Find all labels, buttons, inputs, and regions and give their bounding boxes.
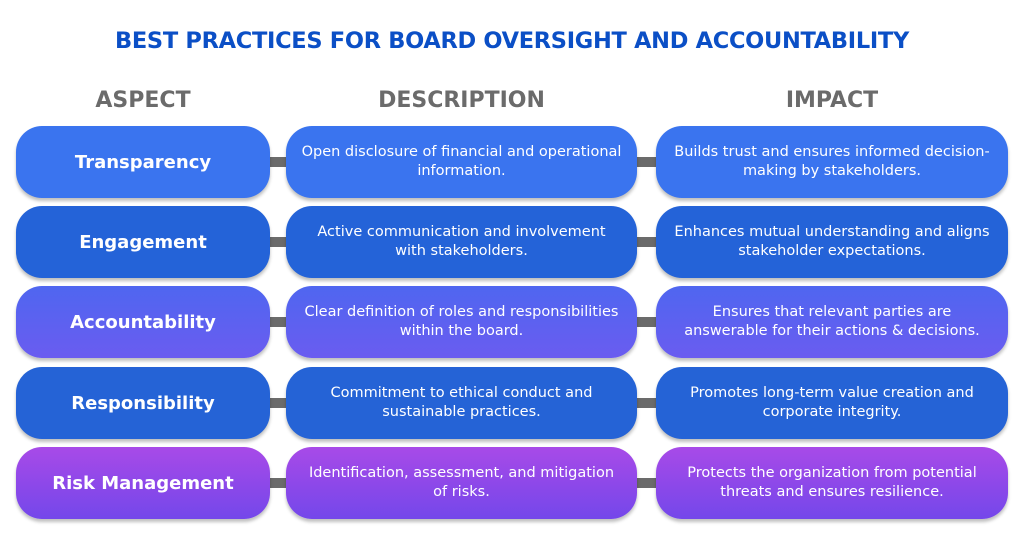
impact-cell: Promotes long-term value creation and co…: [656, 367, 1008, 439]
connector: [268, 478, 288, 488]
impact-text: Enhances mutual understanding and aligns…: [674, 224, 990, 259]
aspect-cell: Responsibility: [16, 367, 270, 439]
connector: [635, 317, 658, 327]
connector: [635, 398, 658, 408]
description-text: Active communication and involvement wit…: [317, 224, 606, 259]
connector: [635, 237, 658, 247]
description-cell: Clear definition of roles and responsibi…: [286, 286, 637, 358]
connector: [635, 157, 658, 167]
connector: [268, 237, 288, 247]
description-cell: Commitment to ethical conduct and sustai…: [286, 367, 637, 439]
table-row: Transparency Open disclosure of financia…: [0, 126, 1024, 199]
description-cell: Active communication and involvement wit…: [286, 206, 637, 278]
aspect-cell: Engagement: [16, 206, 270, 278]
aspect-cell: Accountability: [16, 286, 270, 358]
header-aspect: ASPECT: [95, 88, 191, 113]
aspect-label: Transparency: [74, 151, 212, 173]
aspect-label: Engagement: [79, 231, 207, 253]
impact-cell: Protects the organization from potential…: [656, 447, 1008, 519]
connector: [268, 157, 288, 167]
aspect-cell: Risk Management: [16, 447, 270, 519]
description-cell: Identification, assessment, and mitigati…: [286, 447, 637, 519]
impact-text: Builds trust and ensures informed decisi…: [674, 144, 990, 179]
impact-text: Protects the organization from potential…: [687, 465, 977, 500]
page-title: BEST PRACTICES FOR BOARD OVERSIGHT AND A…: [115, 28, 909, 54]
impact-cell: Ensures that relevant parties are answer…: [656, 286, 1008, 358]
aspect-label: Accountability: [70, 311, 216, 333]
description-text: Open disclosure of financial and operati…: [301, 144, 622, 179]
table-row: Responsibility Commitment to ethical con…: [0, 367, 1024, 440]
aspect-label: Risk Management: [52, 472, 234, 494]
impact-cell: Enhances mutual understanding and aligns…: [656, 206, 1008, 278]
impact-text: Promotes long-term value creation and co…: [690, 385, 974, 420]
description-text: Clear definition of roles and responsibi…: [304, 304, 619, 339]
connector: [268, 398, 288, 408]
aspect-label: Responsibility: [71, 392, 215, 414]
header-impact: IMPACT: [785, 88, 879, 113]
table-row: Engagement Active communication and invo…: [0, 206, 1024, 279]
connector: [635, 478, 658, 488]
connector: [268, 317, 288, 327]
impact-text: Ensures that relevant parties are answer…: [684, 304, 980, 339]
aspect-cell: Transparency: [16, 126, 270, 198]
description-text: Commitment to ethical conduct and sustai…: [330, 385, 593, 420]
impact-cell: Builds trust and ensures informed decisi…: [656, 126, 1008, 198]
table-row: Accountability Clear definition of roles…: [0, 286, 1024, 359]
description-text: Identification, assessment, and mitigati…: [308, 465, 615, 500]
table-row: Risk Management Identification, assessme…: [0, 447, 1024, 520]
description-cell: Open disclosure of financial and operati…: [286, 126, 637, 198]
header-description: DESCRIPTION: [378, 88, 545, 113]
